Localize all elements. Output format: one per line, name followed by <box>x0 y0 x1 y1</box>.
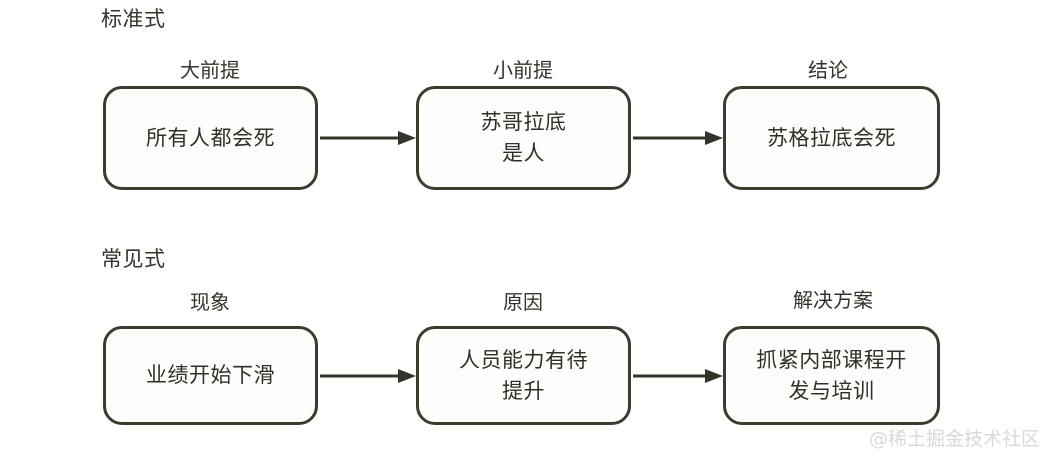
flow-box-solution[interactable]: 抓紧内部课程开 发与培训 <box>723 326 940 425</box>
caption-phenomenon: 现象 <box>190 290 230 314</box>
section-heading-standard: 标准式 <box>101 7 166 31</box>
arrow-major-to-minor <box>320 131 416 145</box>
flow-box-minor-premise-text: 苏哥拉底 是人 <box>480 110 567 165</box>
flow-box-solution-text: 抓紧内部课程开 发与培训 <box>756 347 907 403</box>
arrow-phenomenon-to-cause <box>320 369 416 383</box>
section-heading-common: 常见式 <box>101 247 166 271</box>
flow-box-cause[interactable]: 人员能力有待 提升 <box>416 326 631 425</box>
flow-box-conclusion[interactable]: 苏格拉底会死 <box>723 86 940 190</box>
caption-cause: 原因 <box>503 290 543 314</box>
caption-minor-premise: 小前提 <box>493 58 553 82</box>
flow-box-major-premise[interactable]: 所有人都会死 <box>103 86 318 190</box>
caption-solution: 解决方案 <box>793 288 873 312</box>
flow-box-conclusion-text: 苏格拉底会死 <box>767 125 896 150</box>
arrow-minor-to-conclusion <box>633 131 723 145</box>
caption-conclusion: 结论 <box>808 58 848 82</box>
flow-box-minor-premise[interactable]: 苏哥拉底 是人 <box>416 86 631 190</box>
arrow-cause-to-solution <box>633 369 723 383</box>
flow-box-cause-text: 人员能力有待 提升 <box>459 347 588 403</box>
caption-major-premise: 大前提 <box>180 58 240 82</box>
flow-box-phenomenon-text: 业绩开始下滑 <box>146 363 275 387</box>
flow-box-phenomenon[interactable]: 业绩开始下滑 <box>103 326 318 425</box>
watermark: @稀土掘金技术社区 <box>868 428 1040 450</box>
flow-box-major-premise-text: 所有人都会死 <box>146 125 275 150</box>
